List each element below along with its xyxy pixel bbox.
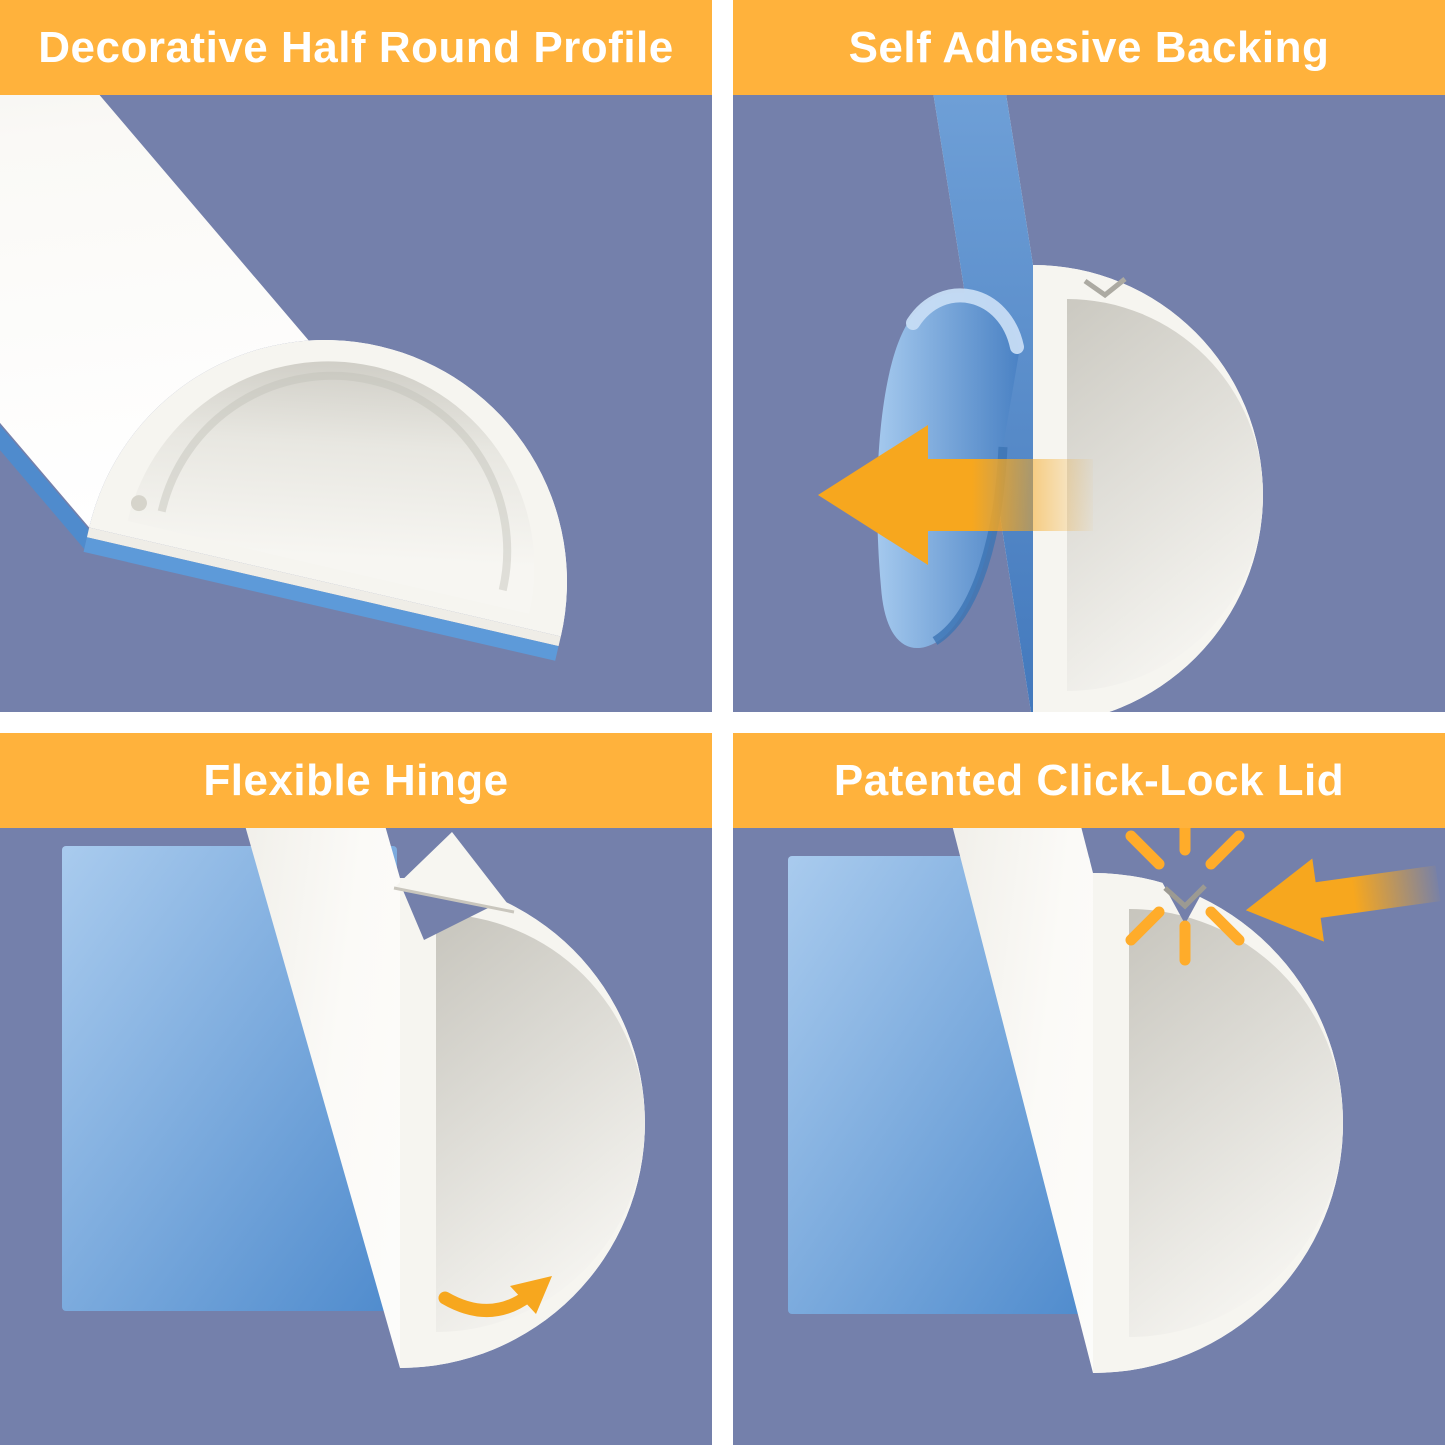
raceway-hinge-cross-section xyxy=(62,828,645,1368)
hinge-notch xyxy=(130,495,147,512)
panel-patented-click-lock-lid: Patented Click-Lock Lid xyxy=(733,733,1445,1445)
illustration-flexible-hinge xyxy=(0,828,712,1445)
raceway-body xyxy=(0,95,567,661)
lock-lips xyxy=(1163,884,1207,910)
hinge-lip xyxy=(393,832,515,914)
banner-title: Decorative Half Round Profile xyxy=(38,22,674,72)
banner-title: Flexible Hinge xyxy=(203,755,509,805)
panel-flexible-hinge: Flexible Hinge xyxy=(0,733,712,1445)
peel-arrow-icon xyxy=(818,425,1093,565)
lid-seam xyxy=(1083,277,1127,299)
banner-decorative-half-round-profile: Decorative Half Round Profile xyxy=(0,0,712,95)
adhesive-strip xyxy=(83,537,559,661)
illustration-patented-click-lock-lid xyxy=(733,828,1445,1445)
click-arrow-icon xyxy=(1245,858,1441,942)
banner-patented-click-lock-lid: Patented Click-Lock Lid xyxy=(733,733,1445,828)
raceway-adhesive-peel xyxy=(818,95,1263,712)
hinge-swing-arrow-icon xyxy=(438,1276,552,1317)
banner-title: Patented Click-Lock Lid xyxy=(833,755,1345,805)
panel-self-adhesive-backing: Self Adhesive Backing xyxy=(733,0,1445,712)
illustration-self-adhesive-backing xyxy=(733,95,1445,712)
banner-self-adhesive-backing: Self Adhesive Backing xyxy=(733,0,1445,95)
hinge-gap xyxy=(402,888,492,940)
illustration-decorative-half-round-profile xyxy=(0,95,712,712)
click-starburst-icon xyxy=(1125,828,1245,966)
banner-title: Self Adhesive Backing xyxy=(848,22,1330,72)
raceway-clicklock-cross-section xyxy=(788,828,1441,1373)
banner-flexible-hinge: Flexible Hinge xyxy=(0,733,712,828)
raceway-profile-3d xyxy=(0,95,567,661)
panel-decorative-half-round-profile: Decorative Half Round Profile xyxy=(0,0,712,712)
